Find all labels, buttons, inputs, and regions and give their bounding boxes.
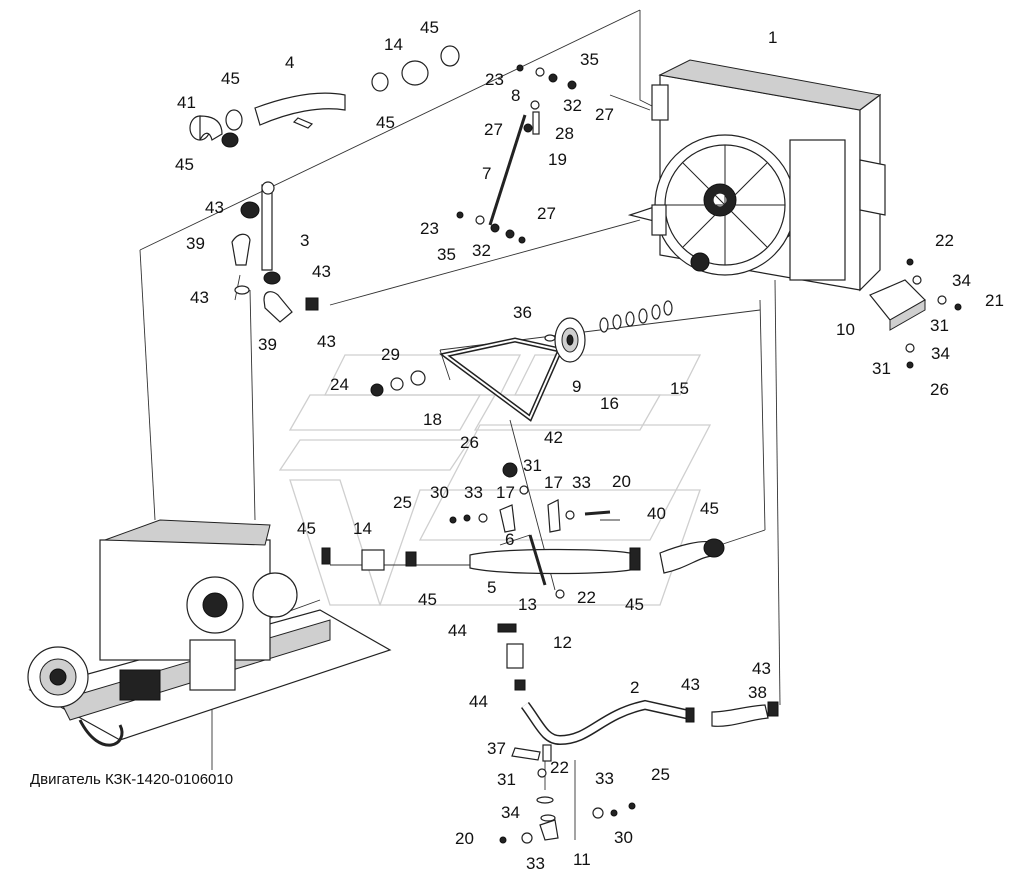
callout-39-bottom: 39 [258, 335, 277, 354]
callout-12: 12 [553, 633, 572, 652]
callout-34-right-a: 34 [952, 271, 971, 290]
callout-33-mid-b: 33 [572, 473, 591, 492]
callout-31-right-a: 31 [930, 316, 949, 335]
callout-7: 7 [482, 164, 491, 183]
callout-45-b: 45 [221, 69, 240, 88]
callout-1: 1 [768, 28, 777, 47]
callout-36: 36 [513, 303, 532, 322]
callout-33-bottom-left: 33 [526, 854, 545, 873]
callout-35-top: 35 [580, 50, 599, 69]
belt-part-42 [439, 337, 564, 422]
callout-41: 41 [177, 93, 196, 112]
callout-2: 2 [630, 678, 639, 697]
callout-15: 15 [670, 379, 689, 398]
callout-45-c: 45 [376, 113, 395, 132]
engine-caption: Двигатель КЗК-1420-0106010 [30, 771, 233, 788]
pipe-part-5 [321, 538, 725, 575]
callout-27-mid: 27 [484, 120, 503, 139]
hose-part-12 [497, 623, 526, 691]
callout-26-mid: 26 [460, 433, 479, 452]
bracket-part-10 [869, 258, 962, 369]
callout-17-right: 17 [544, 473, 563, 492]
pipe-part-2 [499, 699, 779, 844]
callout-18: 18 [423, 410, 442, 429]
callout-43-e: 43 [681, 675, 700, 694]
callout-3: 3 [300, 231, 309, 250]
watermark-logo [278, 354, 712, 606]
callout-26-right: 26 [930, 380, 949, 399]
callout-22-mid: 22 [577, 588, 596, 607]
callout-4: 4 [285, 53, 294, 72]
callout-31-mid: 31 [523, 456, 542, 475]
callout-13: 13 [518, 595, 537, 614]
callout-42: 42 [544, 428, 563, 447]
callout-16: 16 [600, 394, 619, 413]
callout-33-bottom-right: 33 [595, 769, 614, 788]
callout-30-mid: 30 [430, 483, 449, 502]
callout-14-top: 14 [384, 35, 403, 54]
callout-45-d: 45 [175, 155, 194, 174]
callout-43-b: 43 [312, 262, 331, 281]
bracket-part-17 [449, 462, 611, 599]
callout-32-top: 32 [563, 96, 582, 115]
callout-34-right-b: 34 [931, 344, 950, 363]
callout-39-top: 39 [186, 234, 205, 253]
callout-43-f: 43 [752, 659, 771, 678]
callout-38: 38 [748, 683, 767, 702]
callout-23-top: 23 [485, 70, 504, 89]
callout-43-a: 43 [205, 198, 224, 217]
callout-31-bottom: 31 [497, 770, 516, 789]
callout-31-right-b: 31 [872, 359, 891, 378]
callout-44-top: 44 [448, 621, 467, 640]
callout-32-bottom: 32 [472, 241, 491, 260]
radiator-assembly [627, 59, 886, 292]
callout-27-bottom: 27 [537, 204, 556, 223]
callout-43-c: 43 [190, 288, 209, 307]
callout-40: 40 [647, 504, 666, 523]
callout-27-top: 27 [595, 105, 614, 124]
callout-45-a: 45 [420, 18, 439, 37]
callout-24: 24 [330, 375, 349, 394]
rod-part-7 [456, 64, 577, 244]
callout-37: 37 [487, 739, 506, 758]
engine-illustration [27, 519, 392, 747]
callout-14-bottom: 14 [353, 519, 372, 538]
callout-labels: 1 2 3 4 5 6 7 8 9 10 11 12 13 14 14 15 1… [175, 18, 1004, 873]
callout-28: 28 [555, 124, 574, 143]
callout-44-bottom: 44 [469, 692, 488, 711]
callout-45-f: 45 [418, 590, 437, 609]
callout-25-mid: 25 [393, 493, 412, 512]
callout-20-top: 20 [612, 472, 631, 491]
callout-5: 5 [487, 578, 496, 597]
leader-lines [139, 9, 781, 840]
callout-22-bottom: 22 [550, 758, 569, 777]
callout-10: 10 [836, 320, 855, 339]
callout-33-mid-a: 33 [464, 483, 483, 502]
callout-25-bottom: 25 [651, 765, 670, 784]
pipe-part-3 [231, 181, 319, 323]
callout-8: 8 [511, 86, 520, 105]
callout-22-right: 22 [935, 231, 954, 250]
callout-20-bottom: 20 [455, 829, 474, 848]
callout-17-left: 17 [496, 483, 515, 502]
callout-34-bottom: 34 [501, 803, 520, 822]
callout-11: 11 [573, 850, 591, 869]
pulley-part-9 [370, 300, 673, 397]
callout-45-e: 45 [297, 519, 316, 538]
hose-part-4 [189, 45, 460, 148]
callout-30-bottom: 30 [614, 828, 633, 847]
callout-6: 6 [505, 530, 514, 549]
callout-29: 29 [381, 345, 400, 364]
callout-19: 19 [548, 150, 567, 169]
callout-45-h: 45 [625, 595, 644, 614]
callout-21: 21 [985, 291, 1004, 310]
callout-23-bottom: 23 [420, 219, 439, 238]
callout-35-bottom: 35 [437, 245, 456, 264]
callout-45-g: 45 [700, 499, 719, 518]
callout-9: 9 [572, 377, 581, 396]
callout-43-d: 43 [317, 332, 336, 351]
